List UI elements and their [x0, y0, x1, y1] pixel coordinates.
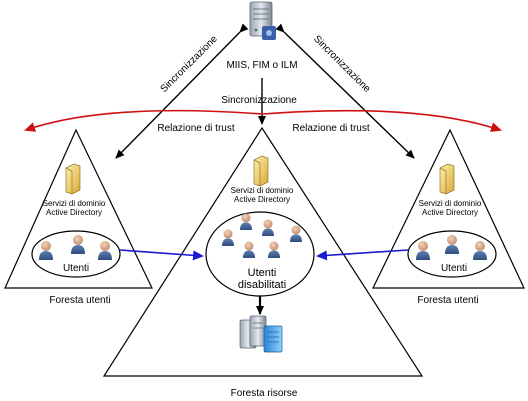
user-icon	[240, 213, 252, 230]
trust-label-right: Relazione di trust	[292, 123, 369, 134]
sync-arrow-left	[115, 23, 249, 159]
user-icon	[262, 219, 274, 236]
forest-left-users-label: Utenti	[63, 263, 89, 274]
forest-center-caption: Foresta risorse	[231, 388, 298, 399]
user-icon	[416, 241, 430, 260]
user-icon	[445, 235, 459, 254]
sync-label-left: Sincronizzazione	[159, 33, 221, 95]
folder-icon	[439, 163, 455, 195]
forest-left-caption: Foresta utenti	[49, 295, 110, 306]
trust-label-left: Relazione di trust	[157, 123, 234, 134]
user-icon	[98, 241, 112, 260]
forest-right-dc-line1: Servizi di dominio	[419, 199, 482, 208]
trust-arrow-right	[261, 109, 502, 132]
user-icon	[222, 229, 234, 246]
forest-center-dc-line1: Servizi di dominio	[231, 186, 294, 195]
forest-left-dc-line1: Servizi di dominio	[43, 199, 106, 208]
sync-label-center: Sincronizzazione	[221, 95, 297, 106]
user-icon	[39, 241, 53, 260]
folder-icon	[253, 155, 269, 187]
forest-right-dc-line2: Active Directory	[422, 208, 478, 217]
forest-center-users-line1: Utenti	[248, 267, 277, 279]
resource-servers-icon	[239, 315, 283, 353]
forest-center-dc-line2: Active Directory	[234, 195, 290, 204]
user-icon	[71, 235, 85, 254]
user-icon	[243, 241, 255, 258]
user-icon	[268, 241, 280, 258]
server-label: MIIS, FIM o ILM	[226, 60, 297, 71]
server-icon	[249, 1, 276, 40]
link-arrow-right	[316, 249, 409, 261]
forest-right-users-label: Utenti	[441, 263, 467, 274]
folder-icon	[65, 163, 81, 195]
forest-center-users-line2: disabilitati	[238, 279, 286, 291]
forest-right-caption: Foresta utenti	[417, 295, 478, 306]
user-icon	[473, 241, 487, 260]
link-arrow-left	[119, 249, 204, 261]
forest-left-dc-line2: Active Directory	[46, 208, 102, 217]
sync-arrow-right	[275, 23, 415, 159]
sync-label-right: Sincronizzazione	[311, 34, 373, 96]
trust-arrow	[24, 109, 263, 132]
user-icon	[290, 225, 302, 242]
